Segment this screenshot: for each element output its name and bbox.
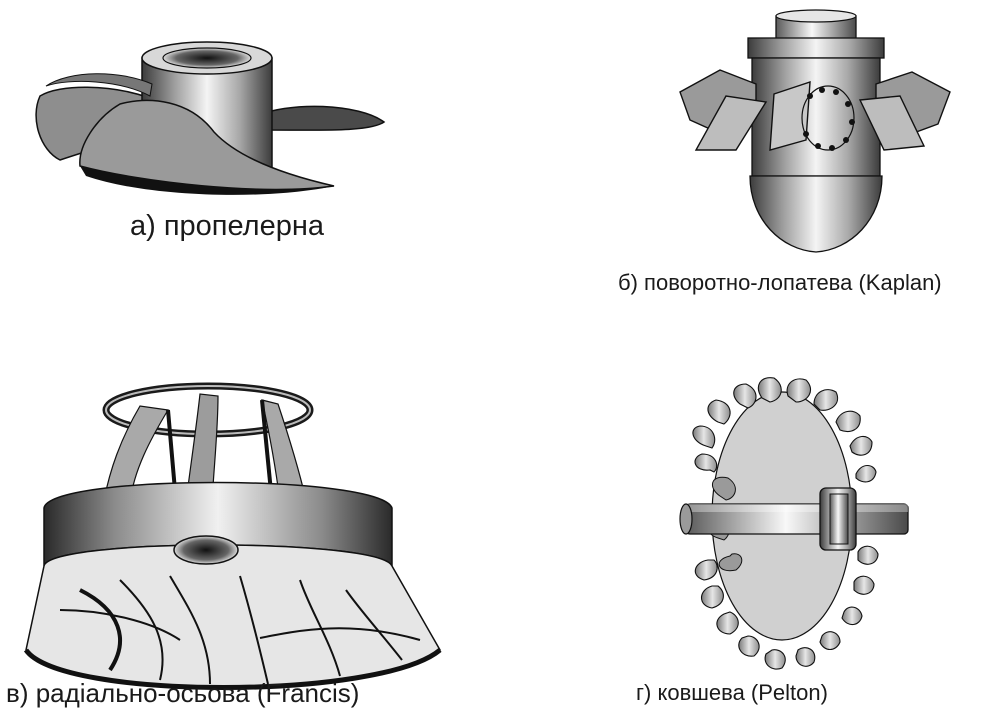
caption-pelton: г) ковшева (Pelton): [636, 680, 828, 706]
panel-kaplan: б) поворотно-лопатева (Kaplan): [560, 0, 981, 320]
francis-turbine-icon: [0, 370, 500, 708]
panel-pelton: г) ковшева (Pelton): [600, 370, 981, 708]
caption-propeller: а) пропелерна: [130, 210, 324, 243]
pelton-turbine-icon: [600, 370, 981, 708]
caption-kaplan: б) поворотно-лопатева (Kaplan): [618, 270, 942, 296]
panel-francis: в) радіально-осьова (Francis): [0, 370, 500, 708]
caption-francis: в) радіально-осьова (Francis): [6, 678, 359, 709]
panel-propeller: а) пропелерна: [0, 0, 490, 280]
